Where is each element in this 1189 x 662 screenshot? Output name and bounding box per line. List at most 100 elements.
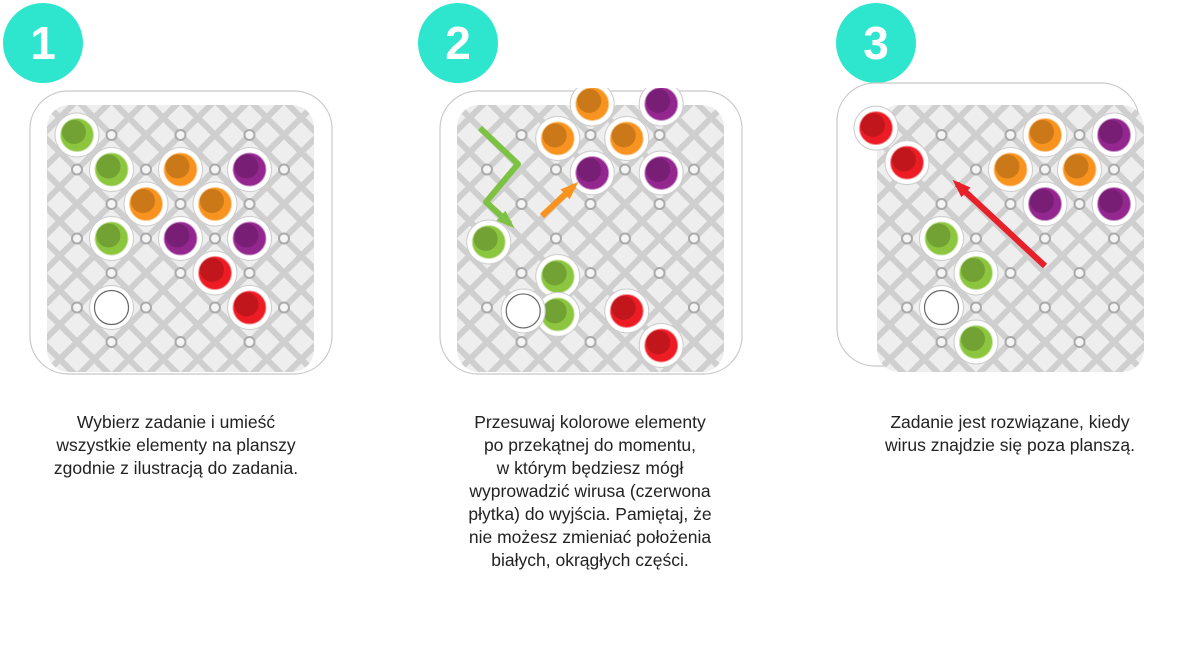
piece-shade bbox=[646, 88, 671, 113]
hole bbox=[278, 163, 290, 176]
hole bbox=[174, 198, 187, 210]
piece-shade bbox=[473, 226, 498, 251]
hole bbox=[140, 232, 152, 245]
hole bbox=[1108, 301, 1120, 314]
purple-piece bbox=[643, 88, 680, 122]
green-piece bbox=[470, 223, 507, 260]
piece-shade bbox=[892, 147, 916, 172]
piece-shade bbox=[542, 261, 567, 286]
hole bbox=[970, 301, 982, 314]
hole bbox=[243, 336, 256, 348]
hole bbox=[619, 163, 631, 176]
hole bbox=[901, 301, 913, 314]
red-piece bbox=[643, 327, 680, 364]
hole bbox=[515, 267, 528, 279]
red-piece bbox=[889, 144, 925, 181]
hole bbox=[584, 198, 597, 210]
hole bbox=[481, 301, 493, 314]
hole bbox=[653, 267, 666, 279]
piece-shade bbox=[926, 223, 951, 248]
hole bbox=[243, 267, 256, 279]
step-number: 1 bbox=[30, 17, 56, 69]
hole bbox=[688, 232, 700, 245]
hole bbox=[1073, 129, 1086, 141]
piece-shade bbox=[961, 327, 985, 351]
orange-piece bbox=[992, 151, 1029, 188]
piece-shade bbox=[611, 123, 636, 148]
piece-shade bbox=[234, 223, 259, 248]
piece-shade bbox=[646, 330, 671, 355]
hole bbox=[209, 232, 221, 245]
hole bbox=[481, 163, 493, 176]
move-arrow bbox=[477, 125, 521, 227]
piece-shade bbox=[542, 299, 567, 324]
piece-shade bbox=[62, 120, 86, 144]
hole bbox=[209, 301, 221, 314]
hole bbox=[1073, 267, 1086, 279]
piece-shade bbox=[1099, 120, 1123, 144]
hole bbox=[515, 336, 528, 348]
green-piece bbox=[93, 151, 130, 188]
hole bbox=[1039, 232, 1051, 245]
hole bbox=[174, 336, 187, 348]
hole bbox=[105, 267, 118, 279]
hole bbox=[209, 163, 221, 176]
hole bbox=[584, 336, 597, 348]
step-2-caption: Przesuwaj kolorowe elementy po przekątne… bbox=[468, 412, 712, 570]
hole bbox=[550, 232, 562, 245]
hole bbox=[1004, 198, 1017, 210]
hole bbox=[1108, 232, 1120, 245]
step-1-caption: Wybierz zadanie i umieść wszystkie eleme… bbox=[53, 412, 299, 478]
hole bbox=[935, 336, 948, 348]
white-piece bbox=[923, 289, 960, 326]
piece-shade bbox=[165, 154, 190, 179]
piece-shade bbox=[200, 258, 224, 282]
purple-piece bbox=[231, 220, 268, 257]
green-piece bbox=[93, 220, 130, 257]
purple-piece bbox=[574, 154, 611, 191]
piece-shade bbox=[96, 154, 121, 179]
piece-shade bbox=[577, 88, 602, 113]
white-piece bbox=[505, 293, 541, 329]
hole bbox=[1004, 336, 1017, 348]
hole bbox=[105, 198, 118, 210]
orange-piece bbox=[197, 186, 233, 222]
purple-piece bbox=[1096, 186, 1132, 222]
hole bbox=[1004, 129, 1017, 141]
step-number: 2 bbox=[445, 17, 471, 69]
hole bbox=[174, 129, 187, 141]
hole bbox=[105, 336, 118, 348]
orange-piece bbox=[1027, 117, 1063, 153]
green-piece bbox=[958, 255, 994, 291]
piece-shade bbox=[1030, 120, 1054, 144]
orange-piece bbox=[128, 186, 164, 222]
hole bbox=[278, 301, 290, 314]
piece-shade bbox=[234, 292, 259, 317]
green-piece bbox=[923, 220, 960, 257]
hole bbox=[105, 129, 118, 141]
piece-shade bbox=[542, 123, 567, 148]
purple-piece bbox=[643, 154, 680, 191]
hole bbox=[935, 129, 948, 141]
red-piece bbox=[197, 255, 233, 291]
hole bbox=[584, 129, 597, 141]
hole bbox=[243, 198, 256, 210]
step-3-badge: 3 bbox=[836, 3, 916, 83]
purple-piece bbox=[162, 220, 199, 257]
piece-shade bbox=[646, 157, 671, 182]
hole bbox=[71, 163, 83, 176]
hole bbox=[243, 129, 256, 141]
piece-shade bbox=[961, 258, 985, 282]
hole bbox=[935, 198, 948, 210]
white-piece bbox=[93, 289, 130, 326]
step-2-badge: 2 bbox=[418, 3, 498, 83]
piece-shade bbox=[860, 113, 885, 138]
arrow-head bbox=[952, 179, 971, 198]
orange-piece bbox=[1061, 151, 1098, 188]
piece-shade bbox=[577, 157, 602, 182]
piece-shade bbox=[1099, 189, 1123, 213]
hole bbox=[653, 129, 666, 141]
orange-piece bbox=[574, 88, 611, 122]
hole bbox=[140, 163, 152, 176]
hole bbox=[71, 301, 83, 314]
